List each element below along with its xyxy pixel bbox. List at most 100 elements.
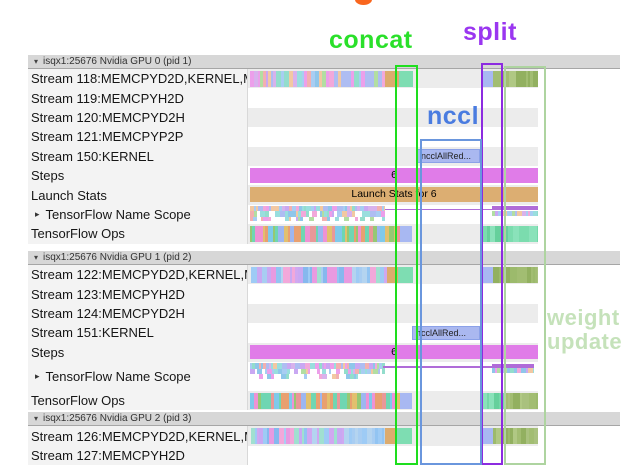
trace-event-slice [270,368,272,374]
trace-event-slice [296,211,298,217]
track-label[interactable]: Stream 120:MEMCPYD2H [28,107,248,128]
trace-event-slice [290,427,294,445]
trace-event-slice [521,70,526,87]
trace-event-slice [332,266,337,283]
track-label[interactable]: Steps [28,342,248,362]
track-label[interactable]: Stream 122:MEMCPYD2D,KERNEL,MI [28,265,248,285]
trace-event-slice [273,363,277,369]
trace-event-slice [537,210,538,216]
track-timeline[interactable] [248,224,538,244]
track-label[interactable]: TensorFlow Ops [28,224,248,244]
track-timeline[interactable]: ncclAllRed... [248,146,538,166]
track-timeline[interactable] [248,426,538,446]
track-label[interactable]: Steps [28,166,248,186]
track-timeline[interactable] [248,107,538,128]
trace-event-slice [357,205,360,212]
track-timeline[interactable] [248,265,538,285]
track-label[interactable]: Stream 123:MEMCPYH2D [28,284,248,304]
trace-step-band[interactable]: Launch Stats for 6 [250,187,538,203]
gpu-section-header[interactable]: ▾isqx1:25676 Nvidia GPU 2 (pid 3) [28,412,620,427]
trace-event-slice [261,363,263,369]
track-timeline[interactable] [248,88,538,107]
track-timeline[interactable] [248,205,538,224]
collapse-arrow-icon[interactable]: ▾ [34,57,39,66]
trace-event-slice [359,70,361,87]
trace-event-slice [310,225,314,243]
trace-event-slice [526,392,529,409]
track-label[interactable]: Stream 118:MEMCPYD2D,KERNEL,ME [28,69,248,89]
track-label[interactable]: TensorFlow Ops [28,391,248,411]
trace-activity-stripes [250,374,385,379]
track-timeline[interactable] [248,362,538,391]
trace-event-slice [520,392,522,409]
track-timeline[interactable] [248,446,538,465]
trace-event-slice [326,70,329,87]
track-timeline[interactable]: Launch Stats for 6 [248,185,538,205]
trace-event-slice [378,70,382,87]
collapse-arrow-icon[interactable]: ▾ [34,253,39,262]
trace-event-slice [271,374,274,379]
track-timeline[interactable] [248,303,538,324]
collapse-arrow-icon[interactable]: ▾ [34,414,39,424]
trace-event-slice [496,427,501,445]
trace-event-slice [507,368,510,373]
track-timeline[interactable] [248,127,538,146]
trace-event-slice [528,210,530,216]
trace-event-slice [342,225,345,243]
track-label[interactable]: ▸TensorFlow Name Scope [28,204,248,225]
track-timeline[interactable]: 6 [248,166,538,185]
track-label[interactable]: Stream 119:MEMCPYH2D [28,88,248,108]
track-label[interactable]: Stream 126:MEMCPYD2D,KERNEL,MI [28,426,248,446]
track-label[interactable]: Stream 127:MEMCPYH2D [28,445,248,465]
trace-event-slice [492,368,495,373]
track-label[interactable]: Stream 124:MEMCPYD2H [28,303,248,324]
trace-event-slice [384,427,385,445]
trace-event-slice [268,70,271,87]
expand-arrow-icon[interactable]: ▸ [35,208,40,219]
trace-event-slice [367,368,371,374]
trace-step-band[interactable]: 6 [250,344,538,360]
track-timeline[interactable] [248,69,538,89]
trace-event-slice [337,392,340,409]
track-label[interactable]: ▸TensorFlow Name Scope [28,362,248,391]
trace-event-slice [493,70,496,87]
trace-event-slice [347,363,349,369]
trace-step-band[interactable]: 6 [250,168,538,183]
trace-event-slice [254,266,257,283]
track-row: Stream 126:MEMCPYD2D,KERNEL,MI [0,426,622,446]
trace-event-block [480,427,493,445]
nccl-allreduce-bar[interactable]: ncclAllRed... [417,149,480,164]
gpu-section-header[interactable]: ▾isqx1:25676 Nvidia GPU 0 (pid 1) [28,55,620,69]
trace-event-slice [528,368,533,373]
trace-event-slice [294,392,296,409]
track-timeline[interactable] [248,391,538,411]
track-label[interactable]: Stream 121:MEMCPYP2P [28,127,248,147]
expand-arrow-icon[interactable]: ▸ [35,371,40,381]
trace-event-slice [375,392,380,409]
trace-event-slice [252,363,255,369]
trace-event-slice [367,266,370,283]
track-timeline[interactable]: 6 [248,342,538,362]
nccl-allreduce-bar[interactable]: ncclAllRed... [412,325,480,341]
trace-event-slice [250,205,254,212]
trace-event-slice [501,70,505,87]
trace-event-slice [320,392,322,409]
trace-event-slice [361,225,365,243]
track-timeline[interactable] [248,284,538,303]
track-label[interactable]: Launch Stats [28,185,248,205]
trace-event-slice [526,368,528,373]
track-label[interactable]: Stream 151:KERNEL [28,323,248,343]
gpu-section-header[interactable]: ▾isqx1:25676 Nvidia GPU 1 (pid 2) [28,251,620,265]
trace-event-slice [332,211,334,217]
trace-activity-stripes [250,368,385,374]
trace-event-slice [372,427,375,445]
trace-event-slice [285,205,289,212]
track-label[interactable]: Stream 150:KERNEL [28,146,248,166]
trace-event-slice [499,266,502,283]
trace-event-slice [254,205,256,212]
track-timeline[interactable]: ncclAllRed... [248,323,538,342]
trace-event-slice [322,216,327,222]
track-row: Stream 124:MEMCPYD2H [0,303,622,324]
trace-event-slice [267,427,269,445]
